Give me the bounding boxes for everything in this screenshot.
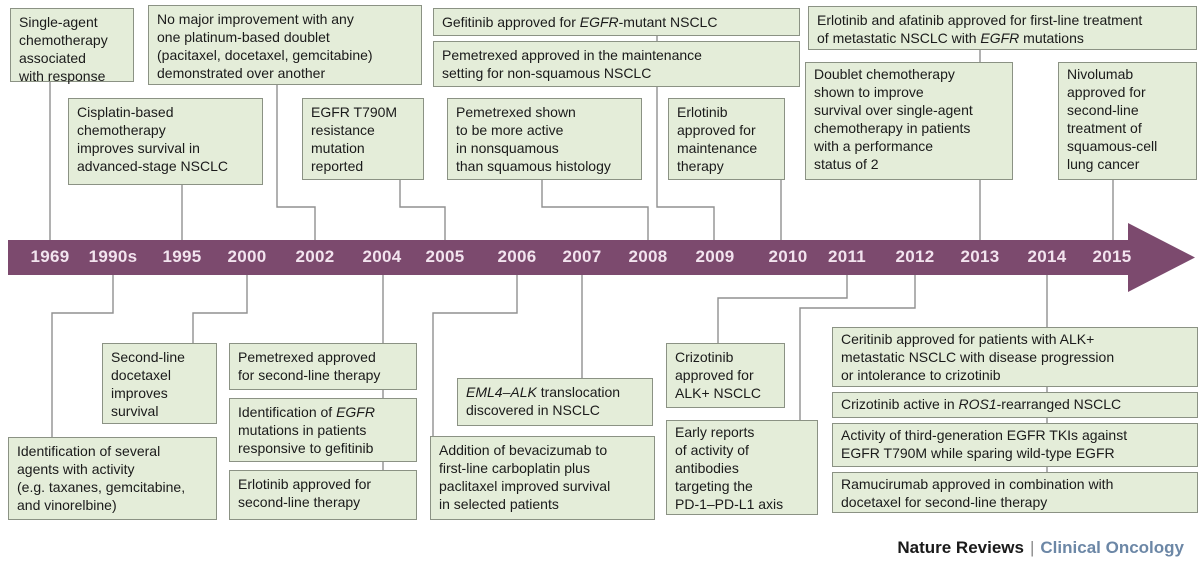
journal-name: Nature Reviews (897, 538, 1024, 557)
event-box-erlotinib-afatinib: Erlotinib and afatinib approved for firs… (808, 6, 1197, 50)
event-box-bevacizumab: Addition of bevacizumab to first-line ca… (430, 436, 655, 520)
event-box-eml4-alk: EML4–ALK translocation discovered in NSC… (457, 378, 653, 426)
year-label-2015: 2015 (1092, 247, 1132, 266)
event-box-pd1-pdl1: Early reports of activity of antibodies … (666, 420, 818, 515)
timeline-arrowhead (1128, 223, 1195, 292)
connector-2008 (541, 180, 649, 240)
year-label-2004: 2004 (362, 247, 402, 266)
event-box-docetaxel-secondline: Second-line docetaxel improves survival (102, 343, 217, 424)
connector-2009 (656, 36, 715, 240)
event-box-crizotinib-alk: Crizotinib approved for ALK+ NSCLC (666, 343, 785, 408)
event-box-single-agent-chemo: Single-agent chemotherapy associated wit… (10, 8, 134, 84)
event-box-ceritinib: Ceritinib approved for patients with ALK… (832, 327, 1198, 387)
year-label-2010: 2010 (768, 247, 808, 266)
connector-2012 (799, 275, 916, 420)
journal-publication: Clinical Oncology (1040, 538, 1184, 557)
event-box-pemetrexed-secondline: Pemetrexed approved for second-line ther… (229, 343, 417, 390)
year-label-2000: 2000 (227, 247, 267, 266)
event-box-egfr-t790m: EGFR T790M resistance mutation reported (302, 98, 424, 180)
connector-2005 (399, 180, 446, 240)
year-label-2007: 2007 (562, 247, 602, 266)
event-box-egfr-mutations: Identification of EGFR mutations in pati… (229, 398, 417, 462)
year-label-1995: 1995 (162, 247, 202, 266)
timeline-band (8, 240, 1130, 275)
event-box-pemetrexed-maintenance: Pemetrexed approved in the maintenance s… (433, 41, 800, 87)
year-label-1990s: 1990s (88, 247, 138, 266)
connector-1990s (51, 275, 114, 437)
event-box-crizotinib-ros1: Crizotinib active in ROS1-rearranged NSC… (832, 392, 1198, 418)
connector-2011 (717, 275, 848, 343)
connector-2000 (192, 275, 248, 343)
event-box-third-gen-tki: Activity of third-generation EGFR TKIs a… (832, 423, 1198, 467)
connector-2006 (432, 275, 518, 436)
event-box-several-agents: Identification of several agents with ac… (8, 437, 217, 520)
year-label-1969: 1969 (30, 247, 70, 266)
year-label-2006: 2006 (497, 247, 537, 266)
event-box-gefitinib-approved: Gefitinib approved for EGFR-mutant NSCLC (433, 8, 800, 36)
year-label-2014: 2014 (1027, 247, 1067, 266)
year-label-2008: 2008 (628, 247, 668, 266)
event-box-platinum-doublet: No major improvement with any one platin… (148, 5, 422, 85)
year-label-2013: 2013 (960, 247, 1000, 266)
event-box-nivolumab: Nivolumab approved for second-line treat… (1058, 62, 1197, 180)
journal-divider: | (1029, 538, 1035, 557)
year-label-2009: 2009 (695, 247, 735, 266)
connector-2002 (276, 85, 316, 240)
journal-credit: Nature Reviews | Clinical Oncology (897, 538, 1184, 558)
year-label-2011: 2011 (827, 247, 867, 266)
event-box-ramucirumab: Ramucirumab approved in combination with… (832, 472, 1198, 513)
year-label-2002: 2002 (295, 247, 335, 266)
event-box-pemetrexed-nonsquamous: Pemetrexed shown to be more active in no… (447, 98, 642, 180)
event-box-doublet-ps2: Doublet chemotherapy shown to improve su… (805, 62, 1013, 180)
year-label-2012: 2012 (895, 247, 935, 266)
year-label-2005: 2005 (425, 247, 465, 266)
event-box-erlotinib-secondline: Erlotinib approved for second-line thera… (229, 470, 417, 520)
event-box-erlotinib-maintenance: Erlotinib approved for maintenance thera… (668, 98, 785, 180)
event-box-cisplatin: Cisplatin-based chemotherapy improves su… (68, 98, 263, 185)
